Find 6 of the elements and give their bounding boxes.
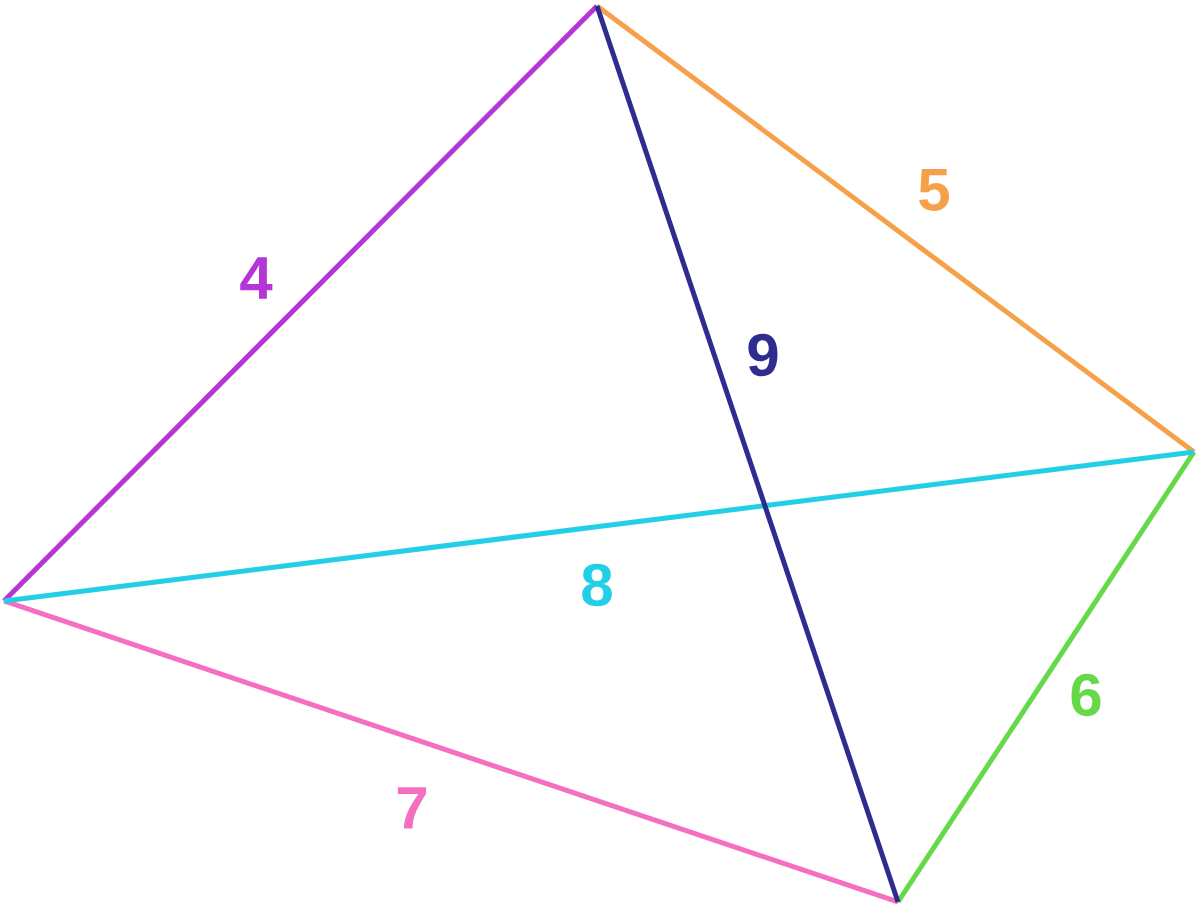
side-length: 6	[1071, 673, 1101, 717]
side-length: 4	[240, 257, 273, 299]
side-length: 5	[919, 169, 949, 211]
side-length: 9	[748, 333, 778, 377]
side-length: 8	[582, 563, 612, 607]
side-length: 7	[397, 787, 427, 829]
